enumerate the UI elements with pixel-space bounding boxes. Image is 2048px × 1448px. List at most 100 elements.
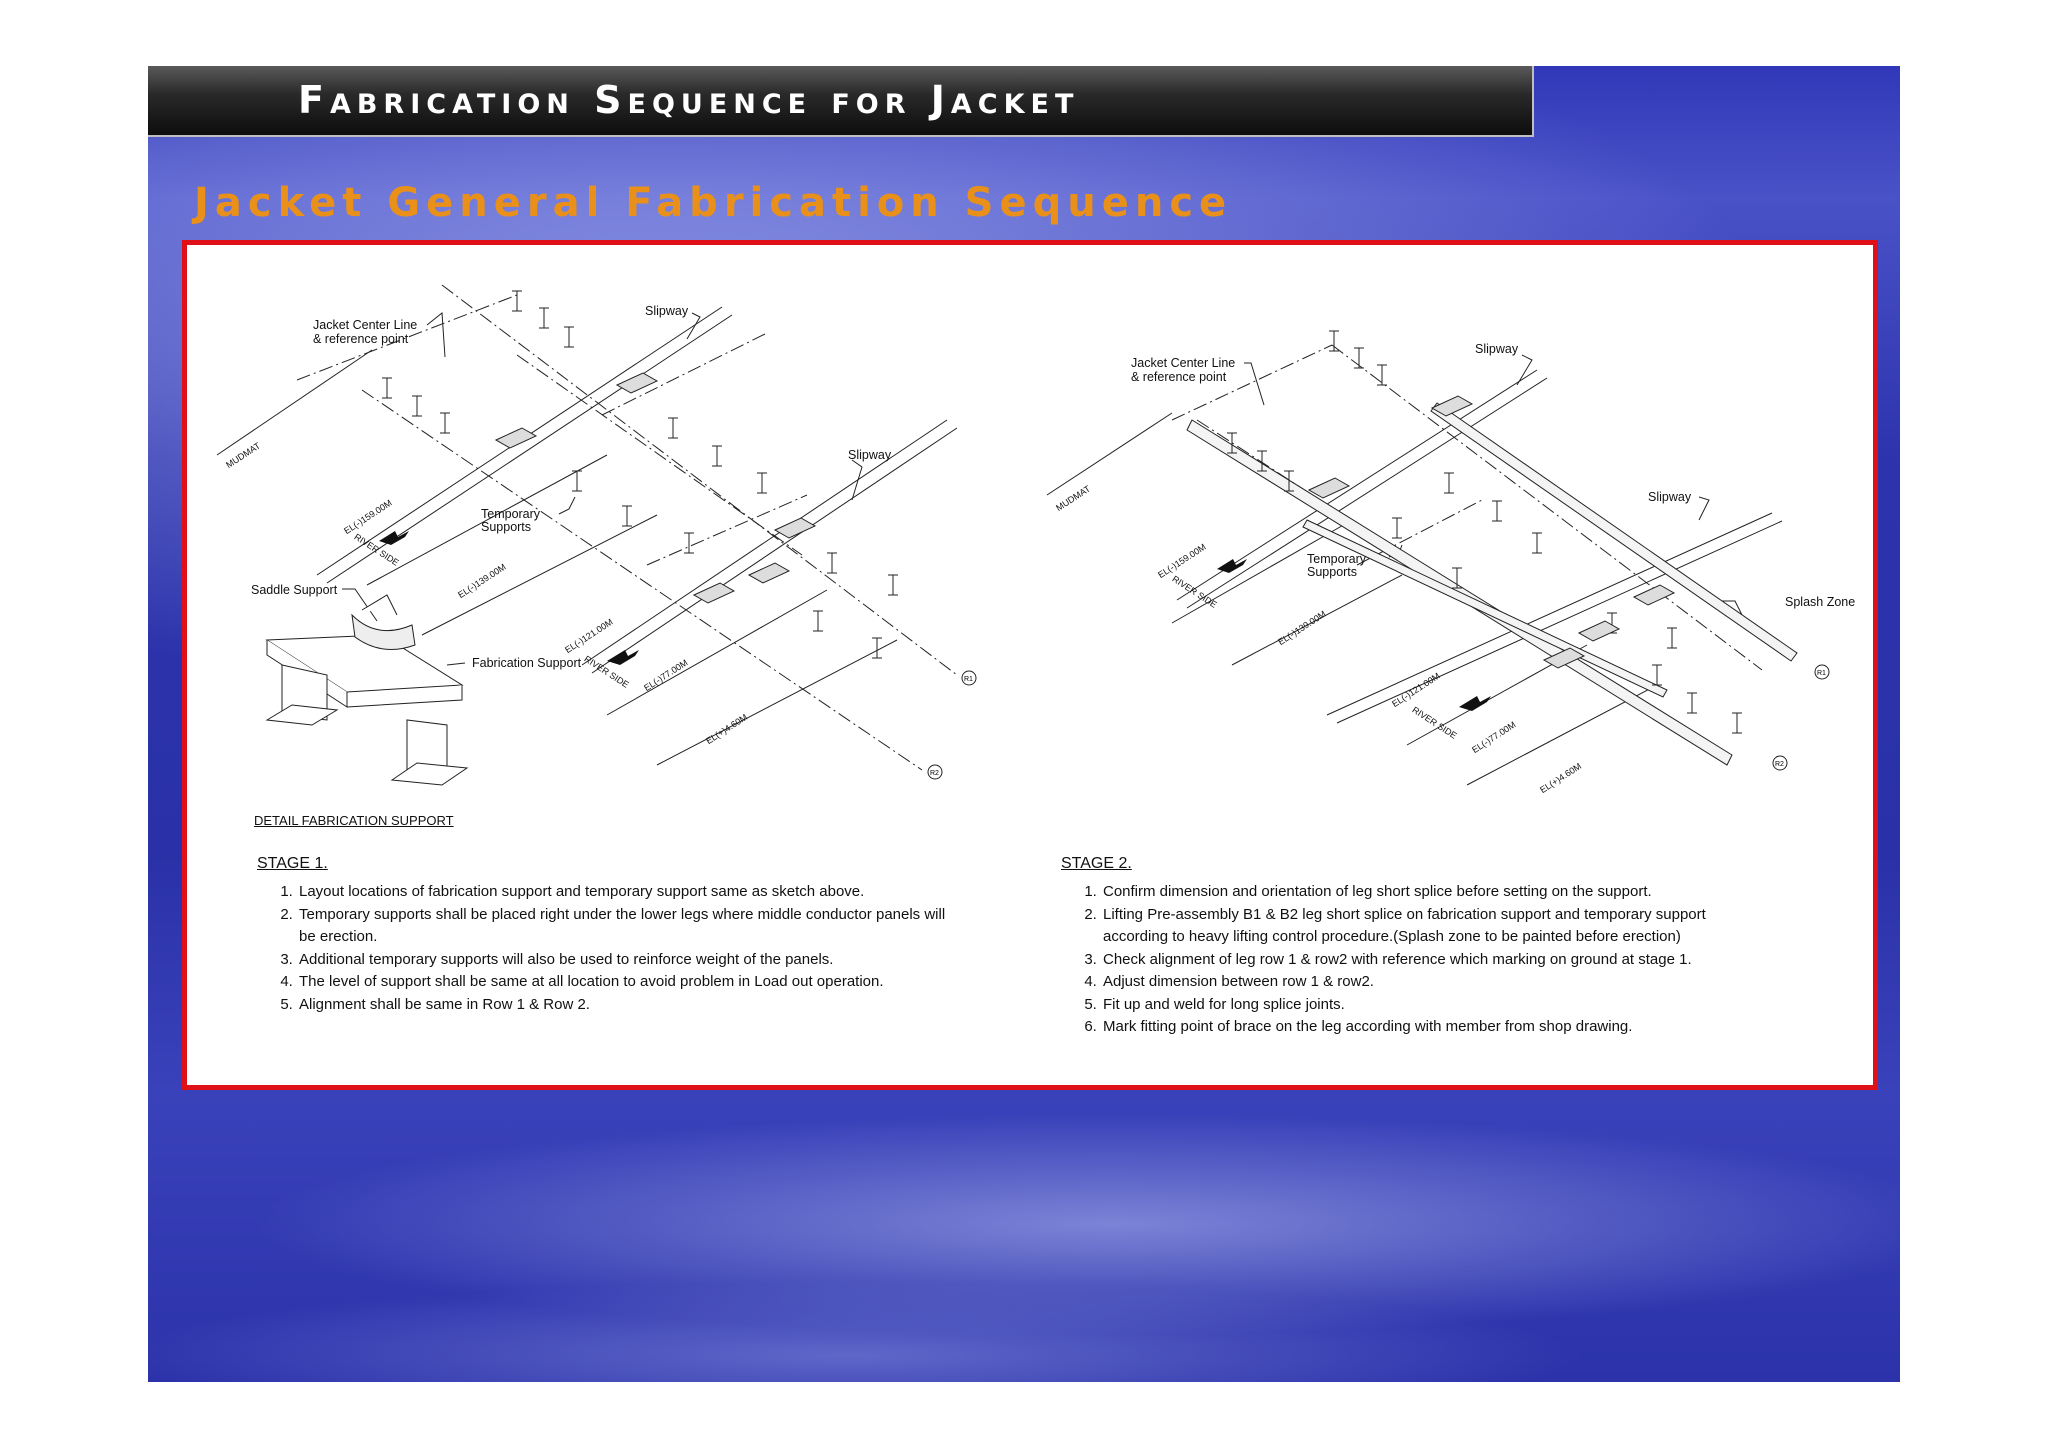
stage1-layout-drawing: R1 R2 xyxy=(216,284,977,786)
row-marker-r1-label: R1 xyxy=(964,676,973,683)
mudmat-label: MUDMAT xyxy=(1054,483,1093,514)
fabrication-support-block xyxy=(615,372,659,394)
stage2-item: Adjust dimension between row 1 & row2. xyxy=(1101,971,1761,994)
jacket-leg-brace xyxy=(1302,519,1668,698)
fabrication-support-block xyxy=(1307,477,1351,499)
temporary-support-post xyxy=(564,326,574,348)
saddle-support-label: Saddle Support xyxy=(251,583,338,597)
row-marker-r2 xyxy=(1772,755,1788,771)
fabrication-support-label: Fabrication Support xyxy=(472,656,582,670)
row-marker-r2 xyxy=(927,764,943,780)
row-marker-r1 xyxy=(1814,664,1830,680)
temporary-support-post xyxy=(412,395,422,417)
slipway-label-b: Slipway xyxy=(1648,490,1692,504)
content-panel: R1 R2 Jacket Center Line & referen xyxy=(182,240,1878,1090)
temporary-support-post xyxy=(712,445,722,467)
elevation-label-77: EL(-)77.00M xyxy=(1470,719,1518,756)
jacket-leg-row2 xyxy=(1430,402,1798,662)
temporary-support-post xyxy=(1377,364,1387,386)
stage1-notes: STAGE 1. Layout locations of fabrication… xyxy=(257,855,957,1016)
river-side-label-1: RIVER SIDE xyxy=(1170,573,1219,610)
temporary-support-post xyxy=(1444,472,1454,494)
temporary-support-post xyxy=(872,637,882,659)
row-marker-r2-label: R2 xyxy=(1775,761,1784,768)
temporary-support-post xyxy=(512,290,522,312)
temporary-support-post xyxy=(684,532,694,554)
detail-caption: DETAIL FABRICATION SUPPORT xyxy=(254,813,454,828)
fabrication-support-block xyxy=(773,517,817,539)
temporary-support-post xyxy=(572,470,582,492)
saddle-support-detail xyxy=(265,594,469,786)
temporary-supports-label-1: Temporary xyxy=(1307,552,1367,566)
temporary-support-post xyxy=(1257,450,1267,472)
stage1-heading: STAGE 1. xyxy=(257,855,328,872)
fabrication-support-block xyxy=(1542,647,1586,669)
temporary-support-post xyxy=(1392,517,1402,539)
temporary-support-post xyxy=(1354,347,1364,369)
temporary-supports-label-1: Temporary xyxy=(481,507,541,521)
temporary-support-post xyxy=(1687,692,1697,714)
stage1-item: Layout locations of fabrication support … xyxy=(297,881,957,904)
temporary-support-post xyxy=(1329,330,1339,352)
fabrication-support-block xyxy=(692,582,736,604)
stage2-item: Mark fitting point of brace on the leg a… xyxy=(1101,1016,1761,1039)
stage2-support-group xyxy=(1227,330,1742,734)
row-marker-r1-label: R1 xyxy=(1817,670,1826,677)
fabrication-support-block xyxy=(747,562,791,584)
temporary-support-post xyxy=(1227,432,1237,454)
row-marker-r1 xyxy=(961,670,977,686)
temporary-support-post xyxy=(1667,627,1677,649)
title-bar: Fabrication Sequence for Jacket xyxy=(148,66,1534,137)
temporary-support-post xyxy=(1532,532,1542,554)
section-subtitle: Jacket General Fabrication Sequence xyxy=(194,180,1233,226)
stage2-item: Lifting Pre-assembly B1 & B2 leg short s… xyxy=(1101,904,1761,949)
stage2-item: Confirm dimension and orientation of leg… xyxy=(1101,881,1761,904)
stage1-item: Additional temporary supports will also … xyxy=(297,949,957,972)
temporary-support-post xyxy=(1652,664,1662,686)
temporary-support-post xyxy=(622,505,632,527)
fabrication-support-block xyxy=(1430,395,1474,417)
temporary-support-post xyxy=(382,377,392,399)
temporary-support-post xyxy=(813,610,823,632)
row-marker-r2-label: R2 xyxy=(930,770,939,777)
temporary-supports-label-2: Supports xyxy=(481,520,532,534)
temporary-supports-label-2: Supports xyxy=(1307,565,1358,579)
temporary-support-post xyxy=(757,472,767,494)
stage2-heading: STAGE 2. xyxy=(1061,855,1132,872)
temporary-support-post xyxy=(1607,612,1617,634)
splash-zone-label: Splash Zone xyxy=(1785,595,1856,609)
temporary-support-post xyxy=(1732,712,1742,734)
slipway-label-a: Slipway xyxy=(1475,342,1519,356)
stage1-item: Alignment shall be same in Row 1 & Row 2… xyxy=(297,994,957,1017)
temporary-support-post xyxy=(1492,500,1502,522)
stage1-item: Temporary supports shall be placed right… xyxy=(297,904,957,949)
stage2-item: Check alignment of leg row 1 & row2 with… xyxy=(1101,949,1761,972)
river-side-arrow-1 xyxy=(1217,559,1247,573)
temporary-support-post xyxy=(888,574,898,596)
temporary-support-post xyxy=(1284,470,1294,492)
elevation-label-4: EL(+)4.60M xyxy=(1538,760,1584,796)
center-line-label-2: & reference point xyxy=(313,332,409,346)
stage1-list: Layout locations of fabrication support … xyxy=(257,881,957,1016)
temporary-support-post xyxy=(440,412,450,434)
slipway-label-a: Slipway xyxy=(645,304,689,318)
fabrication-support-block xyxy=(1632,584,1676,606)
river-side-label-2: RIVER SIDE xyxy=(1410,704,1459,741)
fabrication-support-block xyxy=(1577,620,1621,642)
stage2-notes: STAGE 2. Confirm dimension and orientati… xyxy=(1061,855,1761,1039)
temporary-support-post xyxy=(1452,567,1462,589)
elevation-label-139: EL(-)139.00M xyxy=(1276,608,1328,648)
river-side-arrow-2 xyxy=(1459,696,1491,711)
stage2-list: Confirm dimension and orientation of leg… xyxy=(1061,881,1761,1039)
slide-background: Fabrication Sequence for Jacket Jacket G… xyxy=(148,66,1900,1382)
river-side-arrow-1 xyxy=(379,531,409,545)
fabrication-support-block xyxy=(494,427,538,449)
stage1-item: The level of support shall be same at al… xyxy=(297,971,957,994)
river-side-arrow-2 xyxy=(607,650,639,665)
temporary-support-post xyxy=(827,552,837,574)
temporary-support-post xyxy=(668,417,678,439)
center-line-label-2: & reference point xyxy=(1131,370,1227,384)
jacket-leg-row1 xyxy=(1186,419,1733,766)
temporary-support-post xyxy=(539,307,549,329)
center-line-label-1: Jacket Center Line xyxy=(1131,356,1236,370)
